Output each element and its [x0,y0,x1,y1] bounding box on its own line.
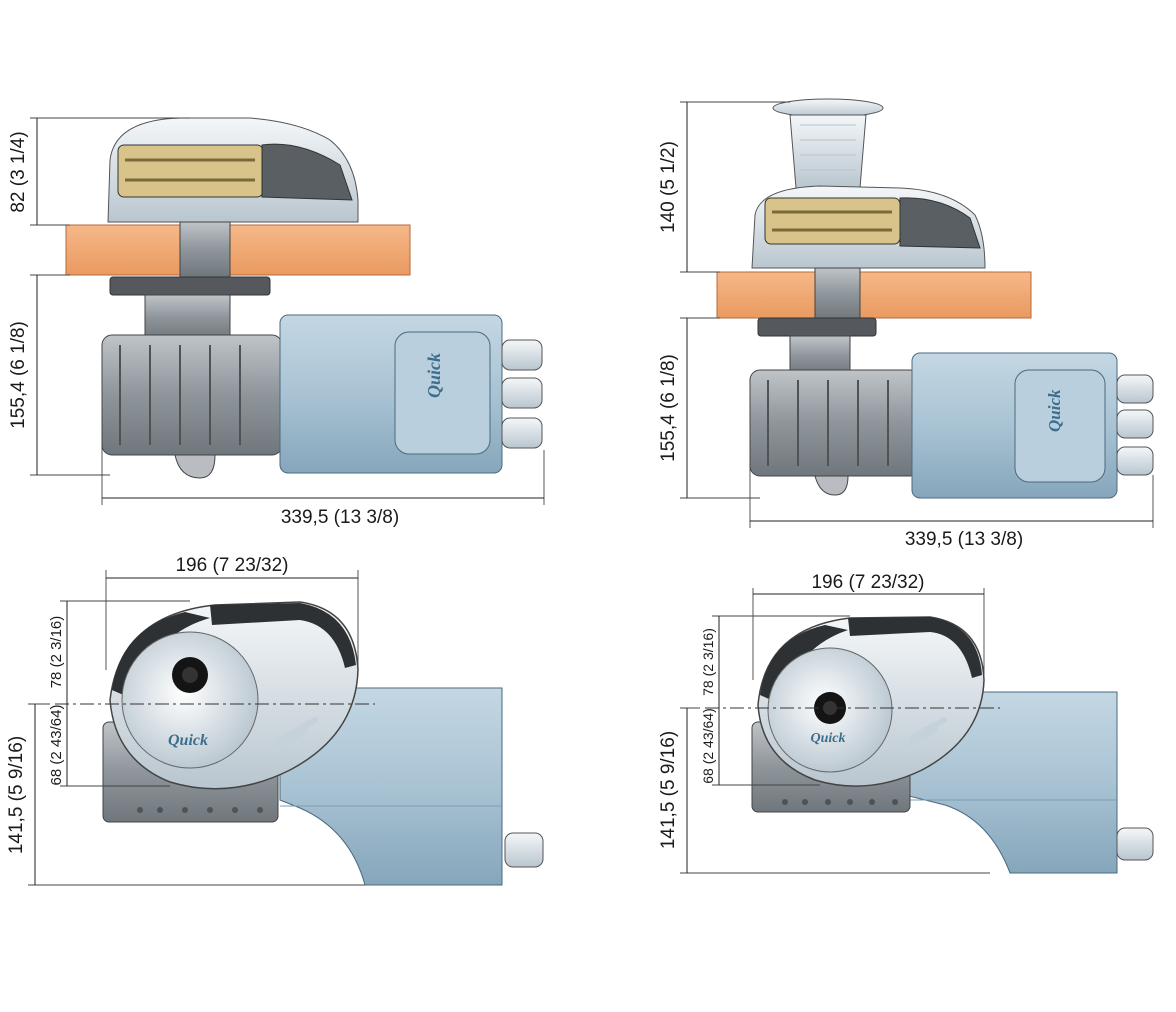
dim-width: 196 (7 23/32) [105,555,359,670]
dim-total-height: 141,5 (5 9/16) [6,703,365,886]
capstan-drum [789,114,867,189]
gypsy [764,197,901,245]
dim-height-above-deck: 140 (5 1/2) [658,101,790,273]
view-top-right: Quick 140 (5 1/2) 155,4 (6 1/8) 339,5 (1… [658,98,1154,550]
cable-gland [504,832,544,868]
cable-glands [1116,374,1154,476]
drum [121,631,259,769]
dim-lower-half: 68 (2 43/64) [700,708,820,786]
dim-upper-half: 78 (2 3/16) [700,615,850,708]
mounting-flange [109,276,271,296]
gearbox-body [749,369,921,477]
svg-text:339,5 (13 3/8): 339,5 (13 3/8) [905,529,1023,550]
svg-text:68 (2 43/64): 68 (2 43/64) [700,708,716,784]
svg-text:339,5 (13 3/8): 339,5 (13 3/8) [281,507,399,528]
dim-upper-half: 78 (2 3/16) [48,600,190,704]
dim-total-height: 141,5 (5 9/16) [658,707,990,874]
dim-overall-length: 339,5 (13 3/8) [749,440,1154,550]
deck-plank [65,224,411,276]
svg-text:141,5 (5 9/16): 141,5 (5 9/16) [658,731,679,849]
dim-height-below-deck: 155,4 (6 1/8) [8,274,110,476]
dim-width: 196 (7 23/32) [752,572,985,680]
motor-panel [394,331,491,455]
mounting-flange [757,317,877,337]
cable-glands [501,339,543,449]
svg-text:68 (2 43/64): 68 (2 43/64) [48,705,65,786]
view-bottom-right: Quick 196 (7 23/32) 78 (2 3/16) 68 (2 43… [658,572,1154,874]
motor-logo: Quick [1045,389,1064,432]
svg-text:78 (2 3/16): 78 (2 3/16) [48,616,65,689]
cover-logo: Quick [811,731,846,746]
svg-text:140 (5 1/2): 140 (5 1/2) [658,141,679,233]
svg-text:155,4 (6 1/8): 155,4 (6 1/8) [658,354,679,462]
dim-lower-half: 68 (2 43/64) [48,704,170,787]
dim-height-below-deck: 155,4 (6 1/8) [658,317,760,499]
gearbox [144,294,231,341]
gearbox [789,335,851,377]
cable-gland [1116,827,1154,861]
svg-text:82 (3 1/4): 82 (3 1/4) [8,131,29,212]
dim-overall-length: 339,5 (13 3/8) [101,420,545,528]
dim-height-above-deck: 82 (3 1/4) [8,117,190,226]
svg-text:196 (7 23/32): 196 (7 23/32) [175,555,288,576]
motor-panel [1014,369,1106,483]
svg-text:155,4 (6 1/8): 155,4 (6 1/8) [8,321,29,429]
cover-logo: Quick [168,732,208,749]
svg-text:141,5 (5 9/16): 141,5 (5 9/16) [6,736,27,854]
view-top-left: Quick 82 (3 1/4) 155,4 (6 1/8) 339,5 (13… [8,117,545,528]
deck-plank [716,271,1032,319]
motor-logo: Quick [424,353,444,398]
svg-text:78 (2 3/16): 78 (2 3/16) [700,628,716,696]
view-bottom-left: Quick 196 (7 23/32) 78 (2 3/16) 68 (2 43… [6,555,544,886]
gypsy [117,144,264,198]
shaft [814,267,861,321]
shaft [179,221,231,278]
gearbox-body [101,334,283,456]
svg-text:196 (7 23/32): 196 (7 23/32) [811,572,924,593]
